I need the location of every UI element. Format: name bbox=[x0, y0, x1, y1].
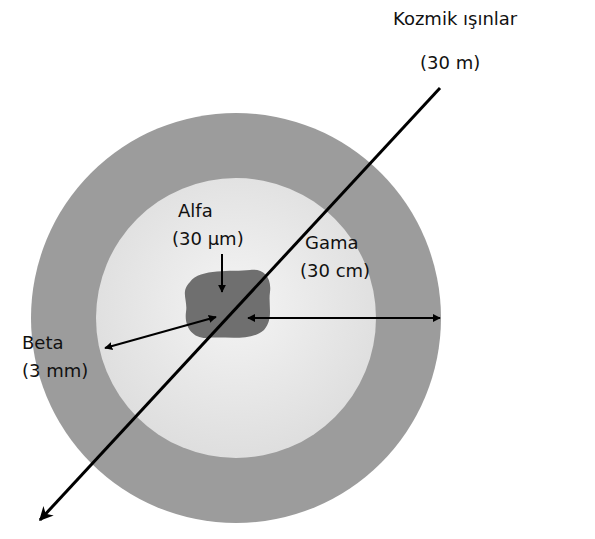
range-label: (3 mm) bbox=[22, 360, 88, 382]
range-label: (30 cm) bbox=[300, 260, 370, 282]
range-label: Beta bbox=[22, 332, 64, 354]
beta-arrow bbox=[105, 317, 216, 348]
range-label: (30 µm) bbox=[172, 228, 244, 250]
cosmic-ray-arrow bbox=[40, 88, 440, 520]
gamma-arrow bbox=[248, 317, 440, 319]
range-label: Kozmik ışınlar bbox=[393, 8, 517, 30]
range-label: Alfa bbox=[178, 200, 213, 222]
alpha-arrow bbox=[221, 254, 223, 292]
range-label: Gama bbox=[305, 232, 359, 254]
source-blob bbox=[185, 270, 270, 338]
range-label: (30 m) bbox=[420, 52, 480, 74]
